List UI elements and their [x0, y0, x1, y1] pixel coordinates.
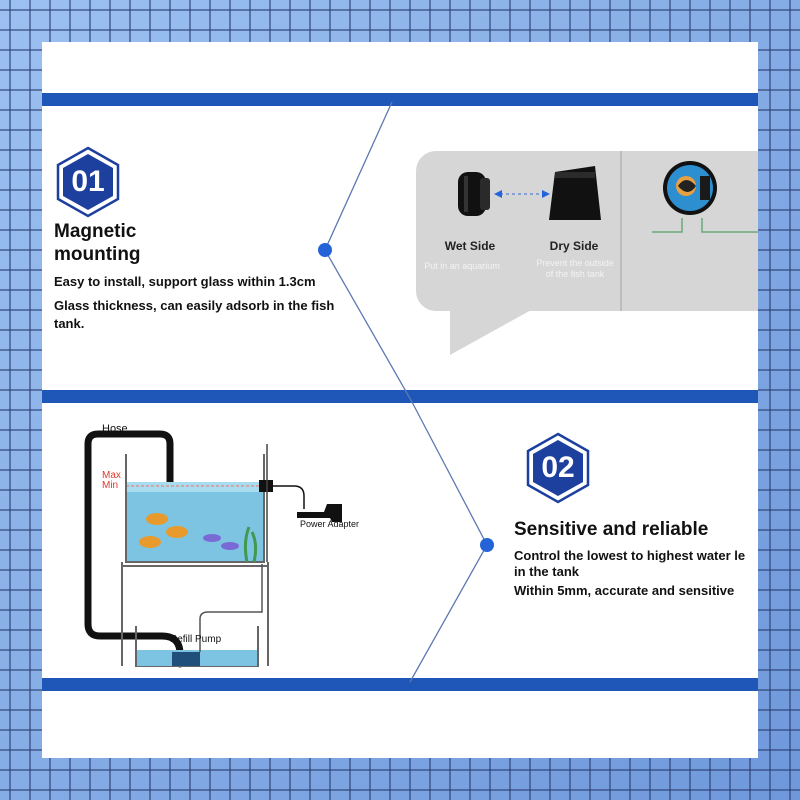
- hose-label: Hose: [102, 423, 128, 435]
- top-band: [42, 93, 758, 106]
- bottom-band: [42, 678, 758, 691]
- card-divider: [620, 151, 622, 311]
- connector-dot-2: [480, 538, 494, 552]
- dry-side-sensor-icon: [549, 166, 601, 220]
- card-tail: [450, 304, 542, 355]
- wet-side-sensor-icon: [458, 172, 490, 216]
- wet-side-sub-label: Put in an aquarium: [424, 261, 500, 271]
- section1-title-1: Magnetic: [54, 221, 137, 242]
- content-panel: 01 Magnetic mounting Easy to install, su…: [42, 42, 758, 758]
- min-label: Min: [102, 480, 119, 491]
- section2-desc-3: Within 5mm, accurate and sensitive: [514, 583, 735, 598]
- section2-number: 02: [541, 451, 575, 484]
- section2-desc-1: Control the lowest to highest water le: [514, 548, 746, 563]
- dry-side-sub-label-2: of the fish tank: [545, 269, 605, 279]
- section2-number-badge: 02: [526, 432, 590, 504]
- section1-desc-2: Glass thickness, can easily adsorb in th…: [54, 298, 335, 313]
- section2-desc-2: in the tank: [514, 564, 580, 579]
- section1-desc-3: tank.: [54, 316, 85, 331]
- aquarium-diagram: [84, 430, 342, 668]
- wet-side-label: Wet Side: [444, 239, 496, 253]
- section2-title: Sensitive and reliable: [514, 519, 709, 540]
- dry-side-sub-label-1: Prevent the outside: [536, 258, 614, 268]
- middle-band: [42, 390, 758, 403]
- section1-number: 01: [71, 165, 105, 198]
- connector-dot-1: [318, 243, 332, 257]
- connector-line: [318, 101, 494, 683]
- section1-desc-1: Easy to install, support glass within 1.…: [54, 274, 316, 289]
- section1-title-2: mounting: [54, 244, 141, 265]
- dry-side-label: Dry Side: [549, 239, 599, 253]
- max-label: Max: [102, 470, 121, 481]
- refill-pump-label: Refill Pump: [170, 634, 222, 645]
- section1-number-badge: 01: [56, 146, 120, 218]
- power-adapter-label: Power Adapter: [300, 519, 360, 529]
- sensor-photo-icon: [652, 161, 758, 233]
- wet-dry-arrow-icon: [494, 190, 550, 198]
